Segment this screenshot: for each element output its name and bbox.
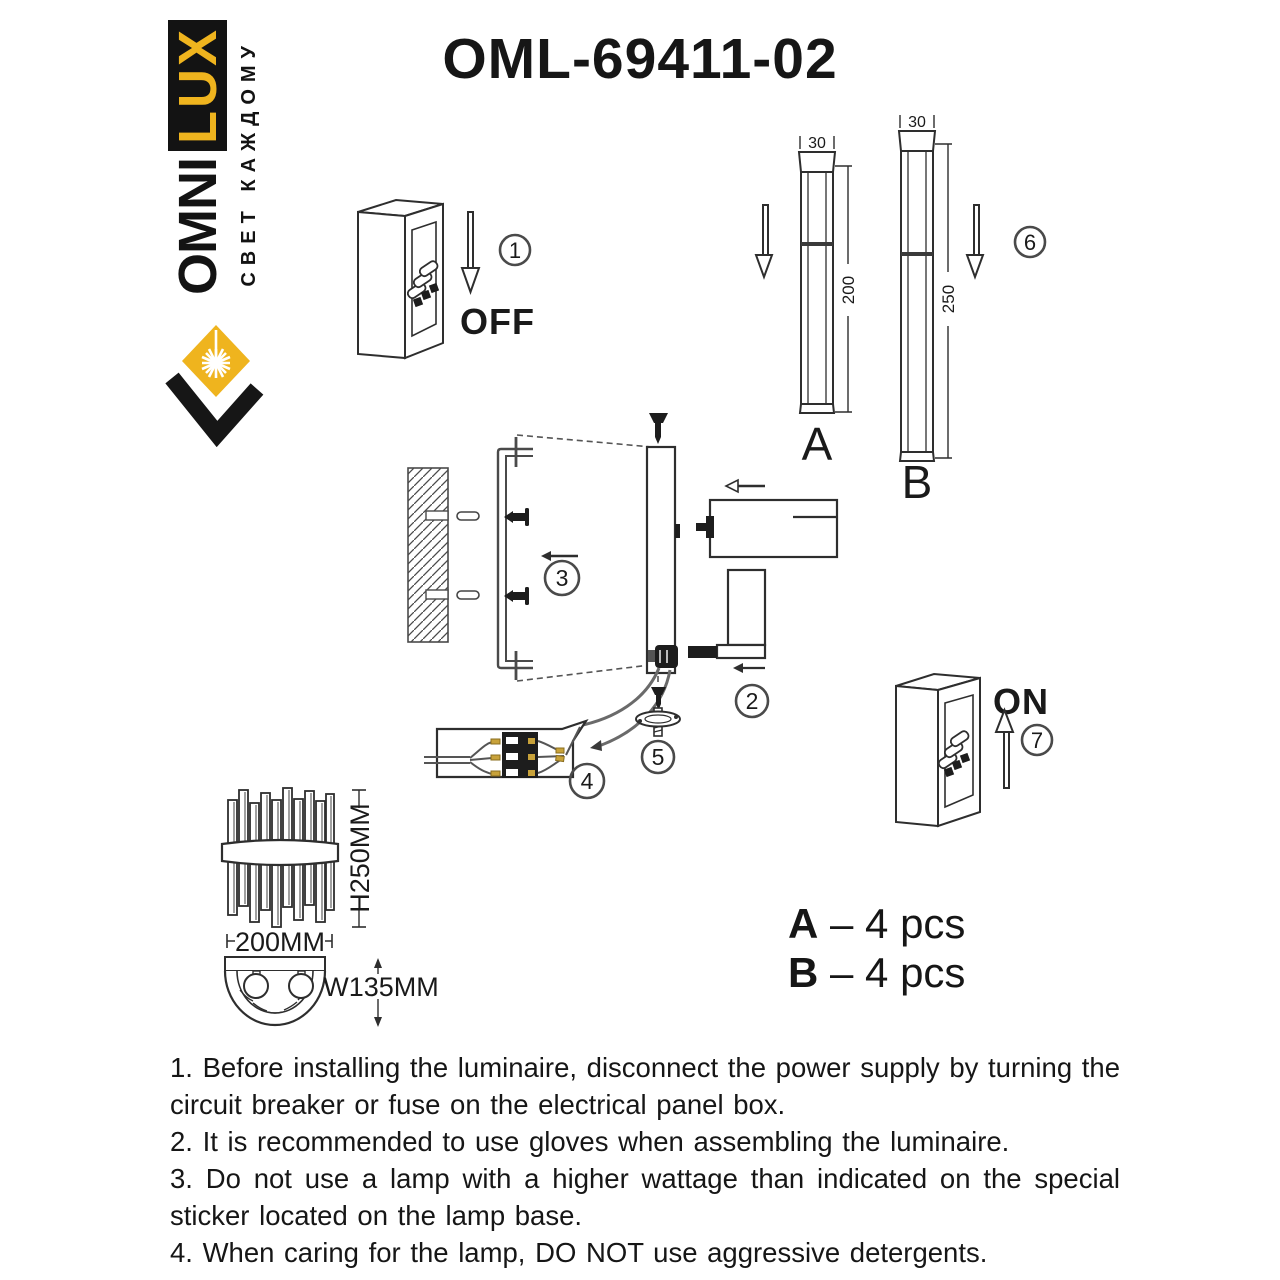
width-dim-label: 200MM xyxy=(235,927,325,957)
arrow-down-icon xyxy=(965,204,985,280)
step3-marker: 3 xyxy=(541,551,581,597)
instruction-item-3: 3. Do not use a lamp with a higher watta… xyxy=(170,1163,1120,1231)
step-1-number: 1 xyxy=(509,238,521,263)
wall-section xyxy=(407,467,480,643)
lamp-front-view xyxy=(220,787,340,928)
alignment-dashes xyxy=(516,434,659,686)
part-b-diagram: 30 250 6 B xyxy=(897,114,1047,508)
top-screw-icon xyxy=(649,413,668,444)
step-1-badge xyxy=(498,233,532,267)
step5-screw-and-ring: 5 xyxy=(635,687,681,775)
quantity-part-a: A xyxy=(788,900,819,947)
off-label: OFF xyxy=(460,301,535,342)
wall-anchor xyxy=(456,511,480,521)
instruction-item-1: 1. Before installing the luminaire, disc… xyxy=(170,1052,1120,1120)
step-4-number: 4 xyxy=(581,768,594,794)
lamp-depth-dimension: W135MM xyxy=(323,958,439,1027)
part-b-length-dim: 250 xyxy=(939,285,958,313)
quantity-line-b: B – 4 pcs xyxy=(788,949,966,996)
step-5-badge xyxy=(640,739,676,775)
arrow-down-icon xyxy=(460,211,481,295)
lamp-width-dimension: 200MM xyxy=(226,927,333,957)
parts-quantities: A – 4 pcs B – 4 pcs xyxy=(788,899,965,997)
step-3-badge xyxy=(543,559,581,597)
mounting-bracket xyxy=(496,437,533,680)
bulb-socket xyxy=(243,973,269,999)
part-b-label: B xyxy=(902,456,933,508)
arrow-down-icon xyxy=(754,204,774,280)
instruction-list: 1. Before installing the luminaire, disc… xyxy=(170,1049,1120,1271)
part-b-width-dim: 30 xyxy=(908,114,926,131)
quantity-line-a: A – 4 pcs xyxy=(788,900,966,947)
step-7-number: 7 xyxy=(1031,728,1043,753)
step-7-badge xyxy=(1020,723,1054,757)
step-6-number: 6 xyxy=(1024,230,1036,255)
step-2-number: 2 xyxy=(746,688,759,714)
part-a-label: A xyxy=(802,418,833,470)
height-dim-label: H250MM xyxy=(345,803,375,913)
part-a-length-dim: 200 xyxy=(839,276,858,304)
step-3-number: 3 xyxy=(556,565,569,591)
lamp-backplate xyxy=(645,413,680,675)
part-a-width-dim: 30 xyxy=(808,135,826,152)
step-5-number: 5 xyxy=(652,744,665,770)
part-a-diagram: 30 200 A xyxy=(754,135,858,470)
arrow-up-icon xyxy=(994,707,1015,789)
driver-box-diagram: 2 xyxy=(688,478,839,719)
step7-power-on-diagram: ON 7 xyxy=(895,672,1054,828)
omnilux-diamond-icon xyxy=(165,325,264,447)
bulb-socket xyxy=(288,973,314,999)
quantity-part-b: B xyxy=(788,949,819,996)
depth-dim-label: W135MM xyxy=(323,972,439,1002)
wall-anchor xyxy=(456,590,480,600)
instruction-item-4: 4. When caring for the lamp, DO NOT use … xyxy=(170,1237,988,1268)
logo-lux-box: LUX xyxy=(168,20,228,151)
step-4-badge xyxy=(568,762,606,800)
step-2-badge xyxy=(734,683,770,719)
step-6-badge xyxy=(1013,225,1047,259)
instruction-item-2: 2. It is recommended to use gloves when … xyxy=(170,1126,1010,1157)
terminal-block-diagram: 4 xyxy=(424,718,606,800)
mounting-screw-icon xyxy=(504,508,529,605)
step1-power-off-diagram: 1 OFF xyxy=(357,198,535,360)
lamp-height-dimension: H250MM xyxy=(345,789,375,928)
page-title: OML-69411-02 xyxy=(442,27,838,91)
lamp-bottom-view xyxy=(223,956,327,1027)
